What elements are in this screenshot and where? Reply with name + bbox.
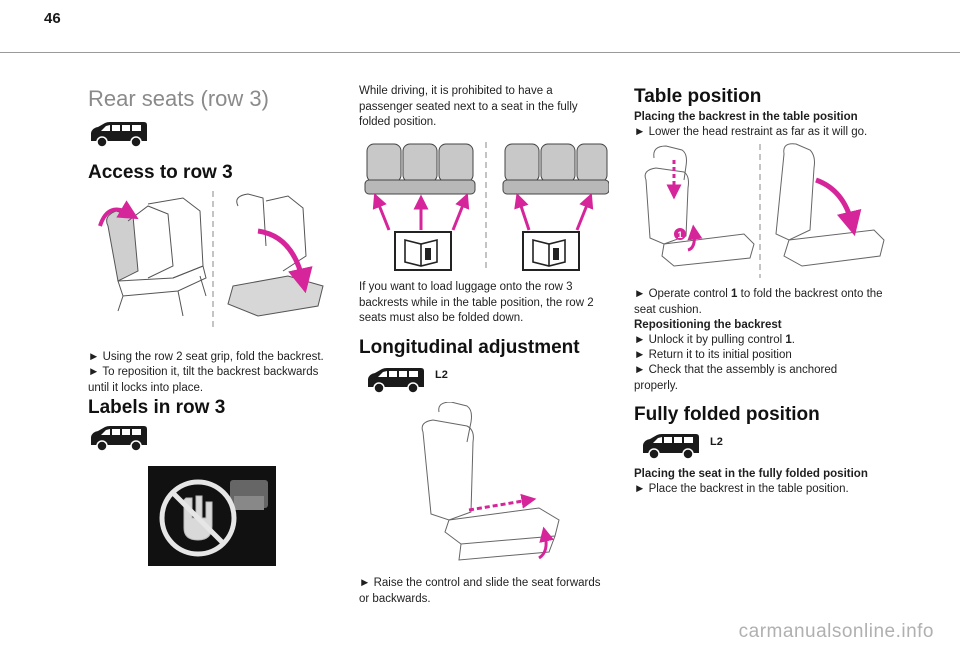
longitudinal-adjustment-figure [421,402,560,561]
table-subheading: Placing the backrest in the table positi… [634,111,858,123]
book-icon [522,231,580,271]
header-rule [0,52,960,53]
version-badge: L2 [710,436,723,448]
van-icon [365,366,425,394]
labels-heading: Labels in row 3 [88,397,226,418]
warning-label-figure [148,466,276,566]
access-row3-figure [98,191,324,331]
reposition-step-1: ► Unlock it by pulling control 1. [634,334,795,346]
page-number: 46 [44,10,61,27]
row3-seating-figure [364,142,609,271]
book-icon [394,231,452,271]
luggage-text: If you want to load luggage onto the row… [359,281,594,324]
access-step-1: ► Using the row 2 seat grip, fold the ba… [88,351,324,363]
van-icon [88,424,148,452]
table-position-heading: Table position [634,86,762,107]
table-step-2: ► Operate control 1 to fold the backrest… [634,288,883,316]
driving-warning-text: While driving, it is prohibited to have … [359,85,578,128]
van-icon [640,432,700,460]
table-position-figure: 1 [644,143,885,278]
fully-folded-heading: Fully folded position [634,404,820,425]
page-title: Rear seats (row 3) [88,86,269,111]
reposition-heading: Repositioning the backrest [634,319,782,331]
watermark: carmanualsonline.info [738,621,934,642]
access-step-2: ► To reposition it, tilt the backrest ba… [88,366,319,394]
access-heading: Access to row 3 [88,162,233,183]
reposition-step-3: ► Check that the assembly is anchored pr… [634,364,838,392]
longitudinal-instruction: ► Raise the control and slide the seat f… [359,577,601,605]
reposition-step-2: ► Return it to its initial position [634,349,792,361]
longitudinal-heading: Longitudinal adjustment [359,337,580,358]
version-badge: L2 [435,369,448,381]
control-1-marker: 1 [677,230,682,240]
fully-folded-step: ► Place the backrest in the table positi… [634,483,849,495]
fully-folded-subheading: Placing the seat in the fully folded pos… [634,468,868,480]
table-step-1: ► Lower the head restraint as far as it … [634,126,868,138]
van-icon [88,120,148,148]
